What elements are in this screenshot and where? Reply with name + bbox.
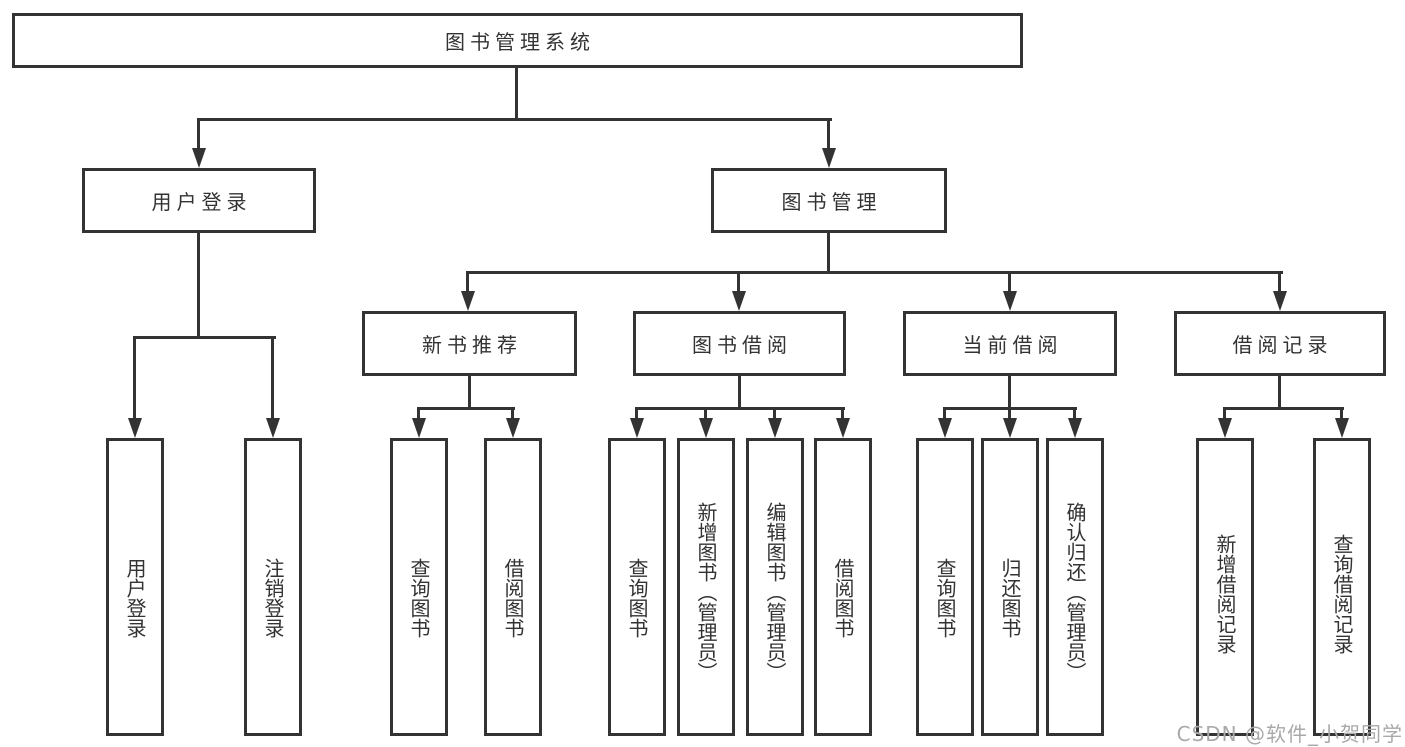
connector-line	[133, 336, 276, 339]
connector-line	[515, 68, 518, 121]
arrow-down-icon	[822, 148, 836, 168]
connector-line	[1223, 407, 1226, 420]
arrow-down-icon	[1335, 418, 1349, 438]
connector-line	[943, 407, 946, 420]
leaf-label: 注销登录	[261, 558, 285, 638]
arrow-down-icon	[768, 418, 782, 438]
arrow-down-icon	[412, 418, 426, 438]
leaf-add-borrow-record: 新增借阅记录	[1196, 438, 1254, 736]
leaf-borrow-books: 借阅图书	[814, 438, 872, 736]
arrow-down-icon	[461, 291, 475, 311]
arrow-down-icon	[938, 418, 952, 438]
leaf-return-books: 归还图书	[981, 438, 1039, 736]
leaf-query-books-borrow: 查询图书	[608, 438, 666, 736]
node-label: 当前借阅	[962, 333, 1063, 357]
connector-line	[704, 407, 707, 420]
arrow-down-icon	[506, 418, 520, 438]
connector-line	[1278, 271, 1281, 294]
node-new-book-recommendation: 新书推荐	[362, 311, 577, 376]
connector-line	[466, 271, 1283, 274]
leaf-label: 确认归还（管理员）	[1063, 501, 1087, 682]
connector-line	[133, 336, 136, 420]
connector-line	[511, 407, 514, 420]
leaf-label: 归还图书	[998, 558, 1022, 638]
arrow-down-icon	[699, 418, 713, 438]
leaf-label: 查询借阅记录	[1330, 533, 1354, 654]
leaf-label: 借阅图书	[831, 558, 855, 638]
connector-line	[827, 233, 830, 274]
connector-line	[197, 233, 200, 339]
connector-line	[1008, 407, 1011, 420]
connector-line	[773, 407, 776, 420]
arrow-down-icon	[1218, 418, 1232, 438]
arrow-down-icon	[192, 148, 206, 168]
arrow-down-icon	[266, 418, 280, 438]
leaf-logout: 注销登录	[244, 438, 302, 736]
leaf-add-books-admin: 新增图书（管理员）	[677, 438, 735, 736]
leaf-label: 编辑图书（管理员）	[763, 501, 787, 682]
node-label: 用户登录	[151, 190, 252, 214]
leaf-edit-books-admin: 编辑图书（管理员）	[746, 438, 804, 736]
csdn-watermark: CSDN @软件_小贺同学	[1176, 722, 1403, 746]
leaf-label: 查询图书	[407, 558, 431, 638]
node-label: 图书管理系统	[445, 30, 595, 54]
arrow-down-icon	[630, 418, 644, 438]
arrow-down-icon	[1068, 418, 1082, 438]
node-label: 图书借阅	[692, 333, 792, 357]
leaf-label: 用户登录	[123, 558, 147, 638]
leaf-user-login: 用户登录	[106, 438, 164, 736]
connector-line	[1340, 407, 1343, 420]
node-root-library-system: 图书管理系统	[12, 13, 1023, 68]
node-user-login: 用户登录	[82, 168, 316, 233]
connector-line	[1278, 376, 1281, 410]
connector-line	[466, 271, 469, 294]
connector-line	[417, 407, 515, 410]
arrow-down-icon	[836, 418, 850, 438]
connector-line	[827, 118, 830, 150]
leaf-label: 新增图书（管理员）	[694, 501, 718, 682]
leaf-label: 新增借阅记录	[1213, 533, 1237, 654]
arrow-down-icon	[128, 418, 142, 438]
leaf-label: 查询图书	[933, 558, 957, 638]
connector-line	[635, 407, 638, 420]
connector-line	[1008, 271, 1011, 294]
connector-line	[635, 407, 845, 410]
arrow-down-icon	[732, 291, 746, 311]
node-label: 新书推荐	[422, 333, 522, 357]
connector-line	[738, 376, 741, 410]
leaf-borrow-books-recommend: 借阅图书	[484, 438, 542, 736]
node-borrowing-records: 借阅记录	[1174, 311, 1386, 376]
leaf-label: 查询图书	[625, 558, 649, 638]
node-current-borrowing: 当前借阅	[903, 311, 1117, 376]
node-book-management: 图书管理	[711, 168, 947, 233]
connector-line	[417, 407, 420, 420]
connector-line	[197, 118, 200, 150]
connector-line	[468, 376, 471, 410]
leaf-confirm-return-admin: 确认归还（管理员）	[1046, 438, 1104, 736]
leaf-query-borrow-record: 查询借阅记录	[1313, 438, 1371, 736]
arrow-down-icon	[1003, 418, 1017, 438]
connector-line	[1073, 407, 1076, 420]
node-book-borrowing: 图书借阅	[633, 311, 846, 376]
arrow-down-icon	[1273, 291, 1287, 311]
connector-line	[1008, 376, 1011, 410]
arrow-down-icon	[1003, 291, 1017, 311]
connector-line	[271, 336, 274, 420]
connector-line	[737, 271, 740, 294]
node-label: 图书管理	[781, 190, 882, 214]
connector-line	[1223, 407, 1344, 410]
connector-line	[197, 118, 832, 121]
leaf-query-books-current: 查询图书	[916, 438, 974, 736]
leaf-label: 借阅图书	[501, 558, 525, 638]
node-label: 借阅记录	[1232, 333, 1333, 357]
connector-line	[841, 407, 844, 420]
leaf-query-books-recommend: 查询图书	[390, 438, 448, 736]
